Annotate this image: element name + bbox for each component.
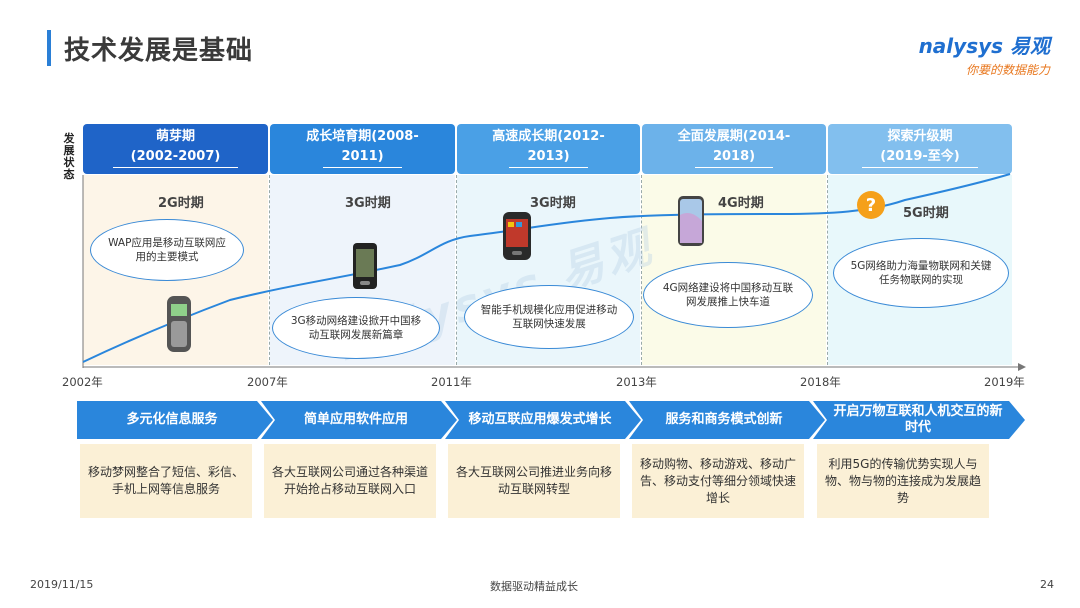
era-label-1: 2G时期	[158, 196, 204, 211]
smartphone-icon	[503, 212, 531, 260]
service-arrow-1: 多元化信息服务	[77, 401, 273, 439]
stage-description-3: 各大互联网公司推进业务向移动互联网转型	[448, 444, 620, 518]
stage-name: 成长培育期(2008-	[306, 129, 419, 144]
year-label: 2013年	[616, 375, 657, 389]
stage-description-2: 各大互联网公司通过各种渠道开始抢占移动互联网入口	[264, 444, 436, 518]
vertical-axis-label: 发展状态	[63, 132, 75, 181]
4g-smartphone-icon	[678, 196, 704, 246]
era-label-3: 3G时期	[530, 196, 576, 211]
service-arrow-2: 简单应用软件应用	[261, 401, 457, 439]
stage-name: 萌芽期	[155, 129, 195, 144]
service-label: 开启万物互联和人机交互的新时代	[833, 404, 1003, 435]
era-label-5: 5G时期	[903, 206, 949, 221]
stage-header-3: 高速成长期(2012- 2013)	[457, 124, 640, 174]
column-divider	[641, 175, 642, 365]
era-label-2: 3G时期	[345, 196, 391, 211]
stage-name: 探索升级期	[887, 129, 953, 144]
footer-center-text: 数据驱动精益成长	[490, 580, 578, 593]
note-bubble-5: 5G网络助力海量物联网和关键任务物联网的实现	[833, 238, 1009, 308]
stage-description-4: 移动购物、移动游戏、移动广告、移动支付等细分领域快速增长	[632, 444, 804, 518]
svg-text:?: ?	[866, 195, 876, 216]
brand-logo: nalysys 易观 你要的数据能力	[919, 30, 1050, 78]
stage-description-5: 利用5G的传输优势实现人与物、物与物的连接成为发展趋势	[817, 444, 989, 518]
stage-period: (2019-至今)	[862, 147, 978, 168]
year-label: 2019年	[984, 375, 1025, 389]
era-label-4: 4G时期	[718, 196, 764, 211]
column-divider	[827, 175, 828, 365]
stage-period: 2013)	[509, 147, 588, 168]
stage-period: 2018)	[694, 147, 774, 168]
touch-phone-icon	[353, 243, 377, 289]
service-label: 简单应用软件应用	[303, 412, 408, 427]
stage-header-2: 成长培育期(2008- 2011)	[270, 124, 455, 174]
stage-period: 2011)	[323, 147, 402, 168]
service-arrow-3: 移动互联应用爆发式增长	[445, 401, 641, 439]
year-label: 2007年	[247, 375, 288, 389]
page-number: 24	[1040, 578, 1054, 591]
stage-header-4: 全面发展期(2014- 2018)	[642, 124, 826, 174]
note-bubble-3: 智能手机规模化应用促进移动互联网快速发展	[464, 285, 634, 349]
x-axis-arrowhead	[1018, 363, 1026, 371]
service-label: 移动互联应用爆发式增长	[468, 412, 612, 427]
service-arrow-5: 开启万物互联和人机交互的新时代	[813, 401, 1025, 439]
stage-header-1: 萌芽期 (2002-2007)	[83, 124, 268, 174]
stage-name: 全面发展期(2014-	[677, 129, 791, 144]
footer-date: 2019/11/15	[30, 578, 94, 591]
column-divider	[269, 175, 270, 365]
year-label: 2002年	[62, 375, 103, 389]
note-bubble-2: 3G移动网络建设掀开中国移动互联网发展新篇章	[272, 297, 440, 359]
year-label: 2011年	[431, 375, 472, 389]
stage-name: 高速成长期(2012-	[492, 129, 605, 144]
service-arrow-4: 服务和商务模式创新	[629, 401, 825, 439]
question-mark-icon: ?	[857, 191, 885, 219]
stage-description-1: 移动梦网整合了短信、彩信、手机上网等信息服务	[80, 444, 252, 518]
year-label: 2018年	[800, 375, 841, 389]
page-title: 技术发展是基础	[64, 36, 254, 66]
stage-header-5: 探索升级期 (2019-至今)	[828, 124, 1012, 174]
feature-phone-icon	[167, 296, 191, 352]
note-bubble-4: 4G网络建设将中国移动互联网发展推上快车道	[643, 262, 813, 328]
column-divider	[456, 175, 457, 365]
note-bubble-1: WAP应用是移动互联网应用的主要模式	[90, 219, 244, 281]
service-label: 多元化信息服务	[126, 412, 218, 427]
stage-period: (2002-2007)	[112, 147, 239, 168]
service-label: 服务和商务模式创新	[665, 412, 783, 427]
title-accent-bar	[47, 30, 51, 66]
logo-brand: nalysys 易观	[918, 34, 1050, 58]
logo-slogan: 你要的数据能力	[965, 63, 1050, 77]
